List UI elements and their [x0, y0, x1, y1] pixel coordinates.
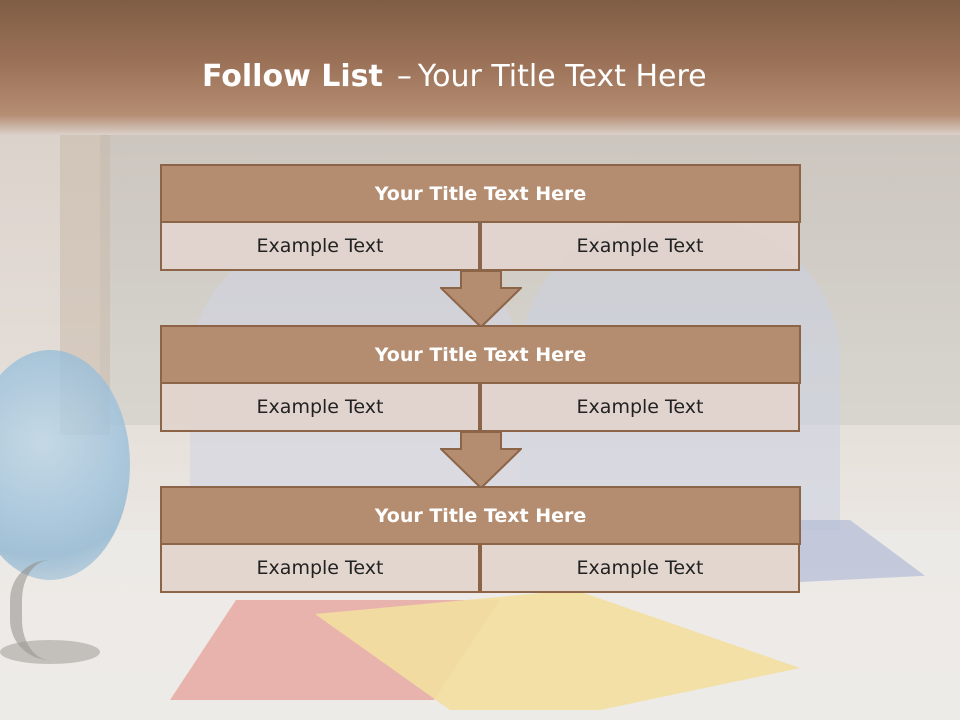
step-title-1: Your Title Text Here	[160, 164, 801, 223]
step-2-right-text: Example Text	[480, 382, 800, 432]
title-bar: Follow List–Your Title Text Here	[0, 0, 960, 135]
step-title-2: Your Title Text Here	[160, 325, 801, 384]
step-2-left-text: Example Text	[160, 382, 480, 432]
slide-title-bold: Follow List	[202, 59, 383, 94]
background-globe	[0, 350, 130, 580]
slide-title-rest: Your Title Text Here	[417, 59, 707, 94]
step-1-right-text: Example Text	[480, 221, 800, 271]
step-3-right-text: Example Text	[480, 543, 800, 593]
slide-title: Follow List–Your Title Text Here	[202, 55, 707, 99]
down-arrow-icon	[440, 432, 522, 489]
step-1-left-text: Example Text	[160, 221, 480, 271]
background-globe-base	[0, 640, 100, 664]
background-globe-stand	[10, 560, 112, 660]
step-3-left-text: Example Text	[160, 543, 480, 593]
step-title-3: Your Title Text Here	[160, 486, 801, 545]
down-arrow-icon	[440, 271, 522, 328]
slide-title-separator: –	[396, 59, 412, 94]
